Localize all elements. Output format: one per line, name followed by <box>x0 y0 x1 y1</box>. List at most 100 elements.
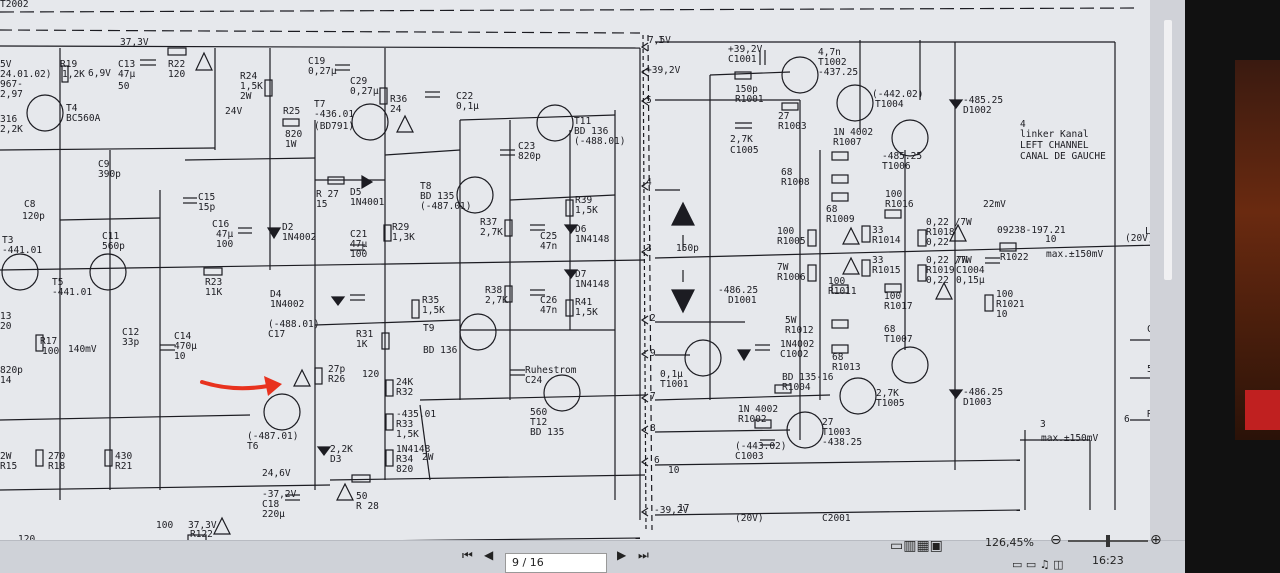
schematic-label: R1014 <box>872 235 901 246</box>
schematic-label: 10 <box>668 465 680 476</box>
schematic-label: R25 <box>283 106 301 117</box>
schematic-label: 6 <box>654 455 660 466</box>
schematic-label: 68 <box>884 324 896 335</box>
schematic-label: 17 <box>678 503 690 514</box>
schematic-label: -438.25 <box>822 437 863 448</box>
prev-page-icon[interactable]: ◀ <box>484 548 494 562</box>
schematic-label: 2,7K <box>485 295 508 306</box>
vertical-scrollbar[interactable] <box>1150 0 1185 540</box>
schematic-label: BD 135 <box>530 427 565 438</box>
schematic-label: 100 <box>885 189 903 200</box>
schematic-label: 27 <box>778 111 790 122</box>
schematic-label: 1,2K <box>62 69 85 80</box>
schematic-label: C12 <box>122 327 140 338</box>
schematic-label: 47µ <box>118 69 136 80</box>
schematic-label: 47n <box>540 305 558 316</box>
schematic-label: 1 <box>658 35 664 46</box>
schematic-label: C1003 <box>735 451 764 462</box>
schematic-label: 0,15µ <box>956 275 985 286</box>
first-page-icon[interactable]: ⏮ <box>462 548 473 562</box>
schematic-label: 2,2K <box>0 124 23 135</box>
schematic-label: R1017 <box>884 301 913 312</box>
schematic-label: R1008 <box>781 177 810 188</box>
zoom-slider-handle[interactable] <box>1106 535 1110 547</box>
schematic-label: (20V) <box>735 513 764 524</box>
schematic-label: 100 <box>216 239 234 250</box>
schematic-label: R32 <box>396 387 414 398</box>
schematic-label: 5W <box>785 315 797 326</box>
schematic-label: R1003 <box>778 121 807 132</box>
schematic-label: C13 <box>118 59 136 70</box>
schematic-label: R17 <box>40 336 58 347</box>
schematic-label: T1002 <box>818 57 847 68</box>
schematic-label: T8 <box>420 181 432 192</box>
schematic-label: 3 <box>646 243 652 254</box>
last-page-icon[interactable]: ⏭ <box>638 548 649 562</box>
schematic-label: 140mV <box>68 344 97 355</box>
schematic-label: 1,3K <box>392 232 415 243</box>
schematic-label: 37,3V <box>120 37 149 48</box>
schematic-label: R1012 <box>785 325 814 336</box>
schematic-label: 390p <box>98 169 121 180</box>
schematic-label: 50 <box>356 491 368 502</box>
schematic-label: 2W <box>0 451 12 462</box>
tray-icons[interactable]: ▭ ▭ ♫ ◫ <box>1012 558 1064 571</box>
schematic-label: 1N4148 <box>396 444 431 455</box>
schematic-label: 68 <box>832 352 844 363</box>
zoom-in-icon[interactable]: ⊕ <box>1150 532 1162 548</box>
schematic-label: 100 <box>777 226 795 237</box>
schematic-label: R24 <box>240 71 258 82</box>
background-object <box>1245 390 1280 430</box>
schematic-label: 24 <box>390 104 402 115</box>
schematic-label: 2,97 <box>0 89 23 100</box>
schematic-label: 15 <box>316 199 328 210</box>
page-number-field[interactable]: 9 / 16 <box>505 553 607 573</box>
schematic-label: -485.25 <box>963 95 1004 106</box>
next-page-icon[interactable]: ▶ <box>617 548 627 562</box>
schematic-label: R1018 <box>926 227 955 238</box>
schematic-label: 1N4002 <box>270 299 305 310</box>
monitor-bezel <box>1185 0 1280 573</box>
schematic-label: D1001 <box>728 295 757 306</box>
schematic-label: -437.25 <box>818 67 859 78</box>
schematic-label: 560p <box>102 241 125 252</box>
schematic-label: 1,5K <box>575 307 598 318</box>
zoom-out-icon[interactable]: ⊖ <box>1050 532 1062 548</box>
view-mode-icon[interactable]: ▭▥▦▣ <box>890 538 943 554</box>
schematic-label: 100 <box>350 249 368 260</box>
schematic-label: 1N4002 <box>282 232 317 243</box>
schematic-label: 2,7K <box>480 227 503 238</box>
schematic-label: 1,5K <box>575 205 598 216</box>
schematic-label: +39,2V <box>646 65 681 76</box>
schematic-label: 2,7K <box>876 388 899 399</box>
schematic-label: CANAL DE GAUCHE <box>1020 151 1106 162</box>
schematic-label: C22 <box>456 91 474 102</box>
schematic-label: BD 136 <box>574 126 609 137</box>
schematic-label: 100 <box>828 276 846 287</box>
schematic-label: max.±150mV <box>1041 433 1099 444</box>
schematic-label: (-442.02) <box>872 89 924 100</box>
schematic-label: 0,22 /7W <box>926 217 972 228</box>
schematic-label: 0,1µ <box>456 101 479 112</box>
schematic-label: 14 <box>0 375 12 386</box>
schematic-label: R122 <box>190 529 213 540</box>
schematic-label: R <box>1147 409 1150 420</box>
schematic-label: (-488.01) <box>268 319 320 330</box>
schematic-label: 6,9V <box>88 68 111 79</box>
schematic-label: R35 <box>422 295 440 306</box>
schematic-label: R18 <box>48 461 66 472</box>
schematic-label: 470µ <box>174 341 197 352</box>
schematic-label: R1016 <box>885 199 914 210</box>
schematic-label: C19 <box>308 56 326 67</box>
schematic-label: L <box>1145 226 1150 237</box>
schematic-label: LEFT CHANNEL <box>1020 140 1089 151</box>
schematic-label: 5 <box>1147 364 1150 375</box>
schematic-label: T2002 <box>0 0 29 10</box>
schematic-label: 7W <box>956 255 968 266</box>
schematic-label: 7,5V <box>648 35 671 46</box>
schematic-label: R1011 <box>828 286 857 297</box>
schematic-label: 5V <box>0 59 12 70</box>
scrollbar-thumb[interactable] <box>1164 20 1172 280</box>
schematic-label: 1,5K <box>240 81 263 92</box>
